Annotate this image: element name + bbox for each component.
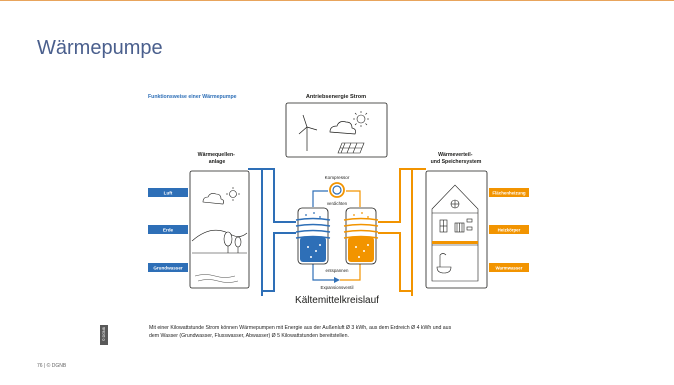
source-label-erde: [148, 225, 188, 234]
sun-icon: [353, 111, 369, 127]
source-label-grundwasser: [148, 263, 188, 272]
source-label-erde-text: Erde: [163, 228, 174, 233]
vertical-tag-text: © DGNB: [102, 326, 106, 342]
wind-turbine-icon: [298, 114, 318, 151]
source-label-grundwasser-text: Grundwasser: [153, 266, 183, 271]
footer: 76 | © DGNB: [37, 363, 67, 369]
cloud-icon: [329, 121, 356, 135]
hill-icon: [191, 229, 248, 242]
evaporator-tank: [295, 207, 331, 265]
source-label-luft: [148, 188, 188, 197]
page-title: Wärmepumpe: [37, 37, 163, 59]
compressor-icon: [329, 182, 345, 198]
distribution-title: Wärmeverteil- und Speichersystem: [431, 152, 482, 165]
expansion-valve-icon: [334, 277, 340, 283]
house-icon: [431, 184, 479, 282]
floor-heating-bar: [432, 241, 478, 244]
cycle-title: Kältemittelkreislauf: [295, 295, 379, 306]
caption-line1: Mit einer Kilowattstunde Strom können Wä…: [149, 325, 452, 331]
source-pipe-loop: [248, 168, 296, 296]
sink-label-heizkoerper-text: Heizkörper: [498, 228, 521, 233]
heat-source-box: [189, 170, 250, 289]
caption-line2: dem Wasser (Grundwasser, Flusswasser, Ab…: [149, 333, 349, 339]
source-label-luft-text: Luft: [164, 191, 173, 196]
valve-label: Expansionsventil: [321, 285, 354, 290]
tree-icon: [223, 231, 242, 253]
sink-label-heizkoerper: [489, 225, 529, 234]
distribution-box: [425, 170, 488, 289]
distribution-title-line1: Wärmeverteil-: [438, 152, 473, 158]
sink-label-flaechenheizung-text: Flächenheizung: [492, 191, 525, 196]
distribution-title-line2: und Speichersystem: [431, 159, 482, 165]
diagram-subtitle: Funktionsweise einer Wärmepumpe: [148, 94, 237, 100]
cloud-icon: [202, 193, 224, 205]
drive-energy-title: Antriebsenergie Strom: [306, 94, 366, 100]
sink-label-warmwasser-text: Warmwasser: [496, 266, 523, 271]
source-title: Wärmequellen- anlage: [198, 152, 237, 165]
distribution-pipe-loop: [378, 168, 426, 296]
solar-panel-icon: [337, 142, 365, 154]
caption: Mit einer Kilowattstunde Strom können Wä…: [149, 324, 569, 340]
sink-label-flaechenheizung: [489, 188, 529, 197]
sink-label-warmwasser: [489, 263, 529, 272]
source-title-line2: anlage: [209, 159, 226, 165]
refrigerant-top-pipe: [312, 190, 328, 207]
condenser-tank: [343, 207, 379, 265]
sun-icon: [226, 187, 240, 201]
expand-label: entspannen: [326, 268, 350, 273]
groundwater-lines: [194, 274, 239, 283]
compress-label: verdichten: [327, 201, 348, 206]
compressor-label: Kompressor: [325, 175, 350, 180]
refrigerant-bottom-pipe-hot: [340, 264, 361, 281]
source-title-line1: Wärmequellen-: [198, 152, 235, 158]
compressor-inner: [332, 185, 342, 195]
refrigerant-bottom-pipe: [312, 264, 336, 281]
refrigerant-top-pipe-hot: [346, 190, 361, 207]
vertical-tag: © DGNB: [100, 325, 108, 345]
